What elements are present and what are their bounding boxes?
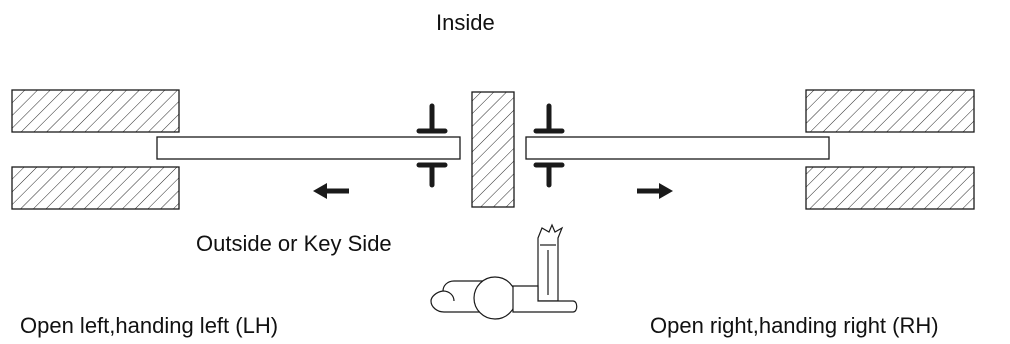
open-left-label: Open left,handing left (LH) [20,313,279,338]
arrow-left-icon [313,183,349,199]
pivot-hinge-icon [533,103,565,188]
right-wall-bottom [805,166,975,210]
arrow-right-icon [637,183,673,199]
left-wall [11,89,180,210]
right-door-leaf [525,136,830,160]
key-icon [430,223,578,320]
outside-label: Outside or Key Side [196,231,392,256]
center-jamb [471,91,515,208]
inside-label: Inside [436,10,495,35]
right-wall [805,89,975,210]
pivot-hinge-icon [416,103,448,188]
left-wall-top [11,89,180,133]
left-door-leaf [156,136,461,160]
right-wall-top [805,89,975,133]
left-wall-bottom [11,166,180,210]
open-right-label: Open right,handing right (RH) [650,313,939,338]
